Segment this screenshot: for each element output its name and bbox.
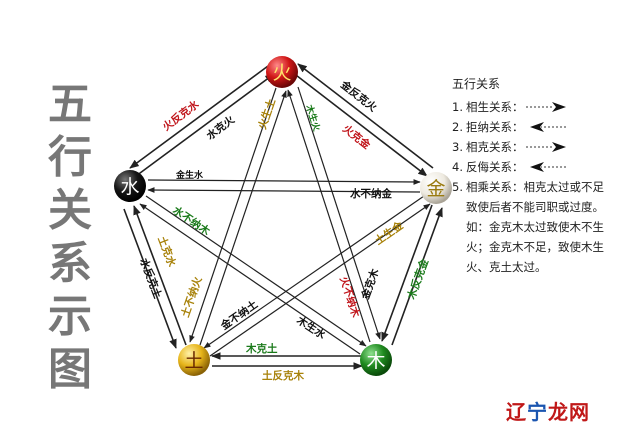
generate-arrow-icon [525, 102, 566, 112]
edge-water-fire-b [129, 65, 269, 169]
star-fire-earth-b [199, 90, 287, 346]
restrain-arrow-icon [525, 142, 566, 152]
label-water-restrain-fire: 水克火 [203, 113, 237, 143]
title-char: 五 [48, 79, 92, 130]
node-water: 水 [114, 170, 146, 202]
edge-fire-metal-b [297, 63, 434, 169]
label-metal-reject-earth: 金不纳土 [217, 297, 260, 333]
star-fire-earth-a [189, 87, 277, 343]
legend-text: 相生关系： [466, 100, 524, 114]
title-char: 系 [48, 238, 92, 289]
watermark-part: 龙网 [548, 400, 590, 424]
star-fire-wood-b [297, 86, 381, 340]
label-earth-generate-metal: 土生金 [372, 218, 406, 247]
star-water-metal-b [147, 187, 421, 193]
node-fire: 火 [266, 56, 298, 88]
legend: 五行关系 1. 相生关系： 2. 拒纳关系： 3. 相克关系： 4. 反侮关系： [452, 74, 612, 277]
edge-earth-water-b [123, 208, 177, 349]
legend-num: 4. [452, 160, 463, 174]
label-wood-generate-fire: 木生火 [303, 102, 323, 133]
label-metal-generate-water: 金生水 [175, 169, 204, 181]
label-fire-restrain-water: 火反克水 [160, 97, 202, 133]
legend-num: 2. [452, 120, 463, 134]
label-water-reject-wood: 水不纳木 [169, 203, 212, 238]
legend-text: 反侮关系： [466, 160, 524, 174]
node-fire-label: 火 [272, 62, 291, 84]
legend-text: 拒纳关系： [466, 120, 524, 134]
label-earth-restrain-wood: 土反克木 [262, 369, 304, 382]
node-wood: 木 [360, 344, 392, 376]
watermark-part: 宁 [527, 400, 548, 424]
star-fire-wood-a [287, 89, 371, 343]
star-water-metal-a [147, 179, 421, 185]
node-metal: 金 [420, 172, 452, 204]
edge-metal-wood-a [381, 204, 433, 342]
label-earth-restrain-water: 土克水 [155, 234, 179, 269]
label-wood-restrain-earth: 木克土 [245, 342, 278, 355]
title-char: 示 [48, 291, 92, 342]
watermark-part: 辽 [506, 400, 527, 424]
legend-heading: 五行关系 [452, 77, 501, 91]
label-water-reject-metal: 水不纳金 [349, 187, 392, 200]
node-metal-label: 金 [426, 178, 445, 200]
legend-item-reject: 2. 拒纳关系： [452, 117, 612, 137]
node-earth-label: 土 [184, 350, 203, 372]
label-earth-reject-fire: 土不纳火 [179, 275, 205, 319]
reject-arrow-icon [529, 122, 568, 132]
label-metal-restrain-fire: 金反克火 [337, 78, 379, 115]
diagram-title: 五 行 关 系 示 图 [40, 78, 100, 396]
outer-pentagon [123, 63, 443, 370]
edge-water-fire-a [135, 73, 275, 177]
edge-fire-metal-a [291, 71, 428, 177]
edge-metal-wood-b [391, 207, 443, 346]
legend-num: 3. [452, 140, 463, 154]
label-fire-restrain-metal: 火克金 [340, 122, 373, 152]
legend-text: 相克关系： [466, 140, 524, 154]
legend-text: 相乘关系：相克太过或不足致使后者不能司职或过度。 [466, 180, 604, 214]
insult-arrow-icon [529, 162, 568, 172]
legend-num: 1. [452, 100, 463, 114]
node-earth: 土 [178, 344, 210, 376]
node-water-label: 水 [120, 176, 139, 198]
inner-star [139, 86, 431, 357]
title-char: 行 [48, 132, 92, 183]
legend-item-insult: 4. 反侮关系： [452, 157, 612, 177]
watermark-logo: 辽宁龙网 [506, 396, 590, 425]
label-wood-restrain-metal: 木反克金 [404, 257, 431, 302]
star-metal-earth-a [203, 195, 425, 349]
node-wood-label: 木 [366, 350, 385, 372]
legend-example: 如：金克木太过致使木不生火；金克木不足，致使木生火、克土太过。 [466, 220, 604, 274]
legend-item-restrain: 3. 相克关系： [452, 137, 612, 157]
legend-num: 5. [452, 180, 463, 194]
star-water-wood-a [145, 195, 367, 347]
star-metal-earth-b [209, 203, 431, 357]
legend-item-generate: 1. 相生关系： [452, 97, 612, 117]
title-char: 图 [48, 344, 92, 395]
legend-item-overact: 5. 相乘关系：相克太过或不足致使后者不能司职或过度。 [452, 177, 612, 217]
edge-earth-water-a [133, 205, 187, 346]
title-char: 关 [48, 185, 92, 236]
star-water-wood-b [139, 203, 361, 355]
